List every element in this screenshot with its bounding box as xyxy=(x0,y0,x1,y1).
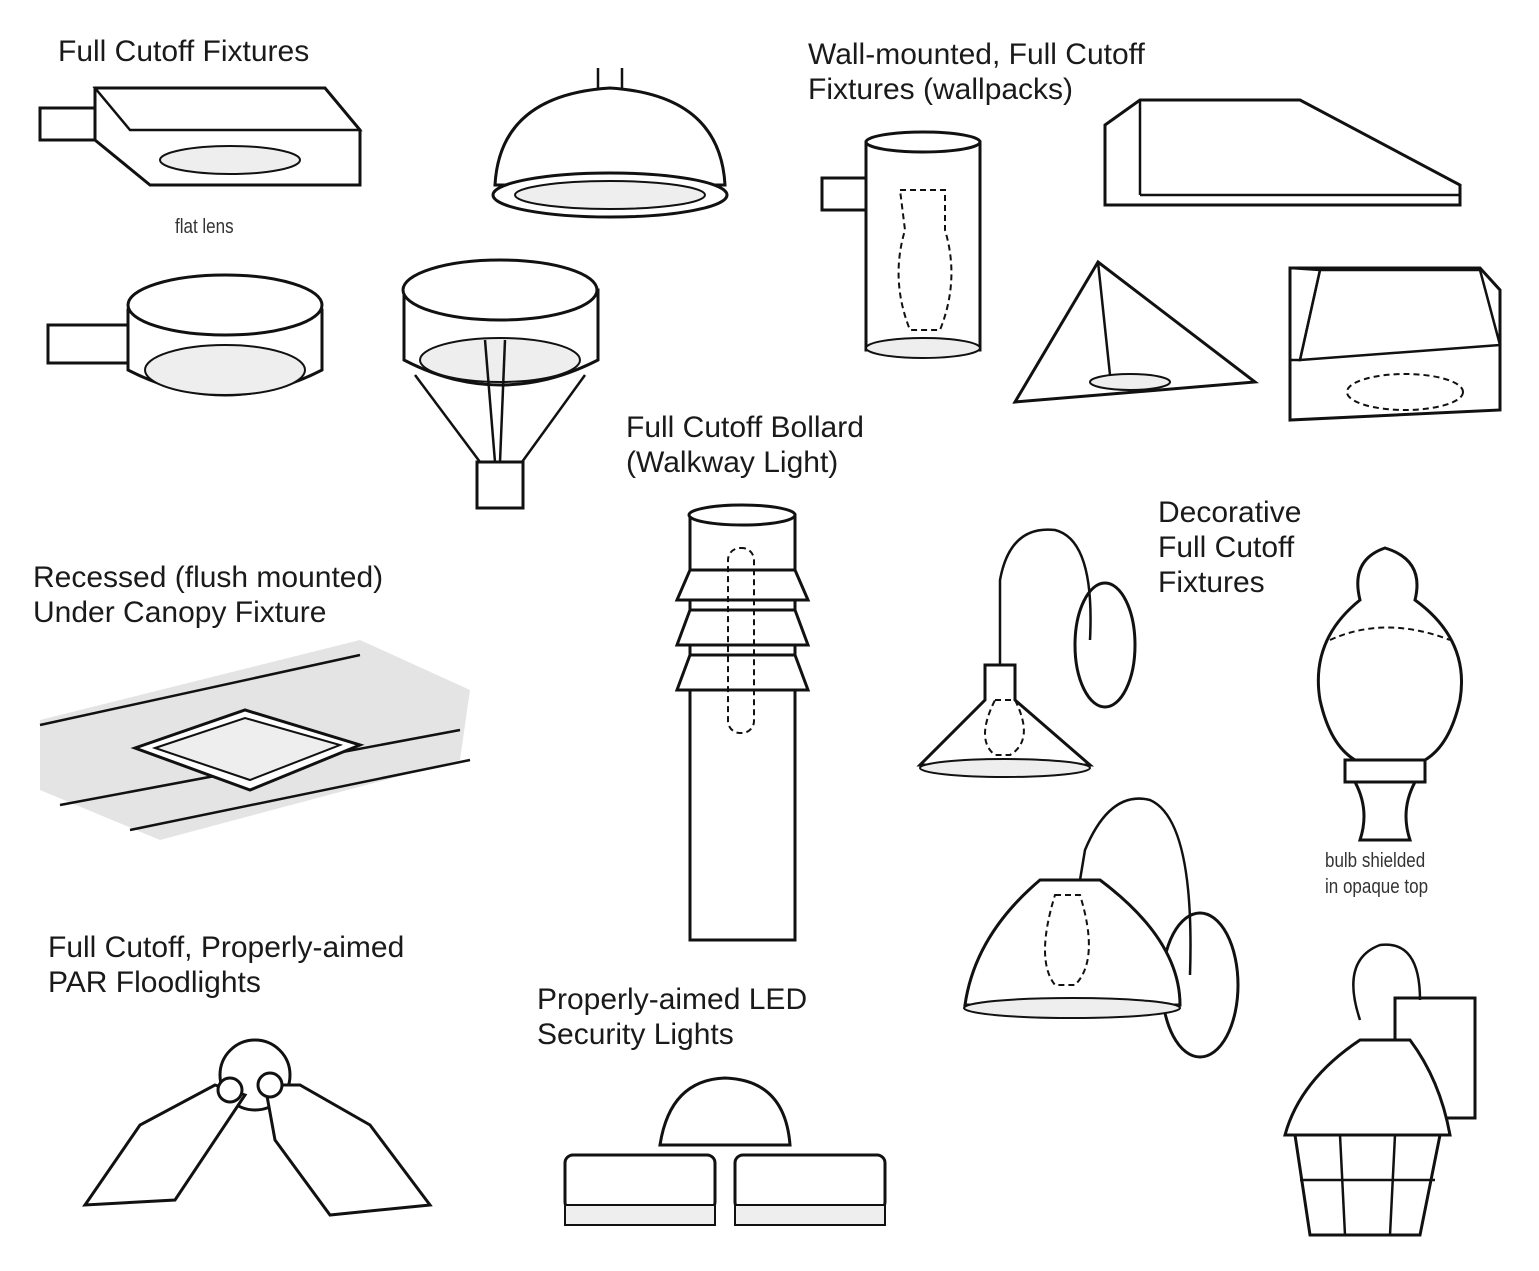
barn-fixture-drawing xyxy=(963,797,1240,1059)
label-line: Full Cutoff Bollard xyxy=(626,411,864,444)
label-line: bulb shielded xyxy=(1325,850,1426,872)
par-floodlights-drawing xyxy=(82,1038,433,1217)
label-line: Fixtures (wallpacks) xyxy=(808,73,1074,106)
label-bollard: Full Cutoff Bollard (Walkway Light) xyxy=(626,410,864,480)
label-par-floodlights: Full Cutoff, Properly-aimed PAR Floodlig… xyxy=(48,930,404,1000)
wallpack-long-drawing xyxy=(1103,98,1462,207)
label-wallpacks: Wall-mounted, Full Cutoff Fixtures (wall… xyxy=(808,37,1145,107)
label-line: Decorative xyxy=(1158,496,1302,529)
label-recessed: Recessed (flush mounted) Under Canopy Fi… xyxy=(33,560,383,630)
label-line: (Walkway Light) xyxy=(626,446,839,479)
label-decorative: Decorative Full Cutoff Fixtures xyxy=(1158,495,1301,600)
box-wallpack-drawing xyxy=(1288,266,1502,422)
label-line: Under Canopy Fixture xyxy=(33,596,327,629)
label-line: Full Cutoff, Properly-aimed xyxy=(48,931,405,964)
label-bulb-shielded: bulb shielded in opaque top xyxy=(1325,848,1428,900)
dome-fixture-drawing xyxy=(491,68,729,219)
acorn-fixture-drawing xyxy=(1316,546,1464,842)
label-flat-lens: flat lens xyxy=(175,216,234,238)
label-line: Full Cutoff xyxy=(1158,531,1295,564)
label-line: Fixtures xyxy=(1158,566,1265,599)
round-fixture-drawing xyxy=(46,273,324,397)
wall-cylinder-fixture-drawing xyxy=(820,130,982,359)
recessed-canopy-drawing xyxy=(39,640,471,840)
led-security-drawing xyxy=(563,1076,887,1226)
label-led-security: Properly-aimed LED Security Lights xyxy=(537,982,807,1052)
label-line: PAR Floodlights xyxy=(48,966,261,999)
pyramid-wallpack-drawing xyxy=(1012,259,1260,404)
label-full-cutoff-fixtures: Full Cutoff Fixtures xyxy=(58,35,310,68)
label-line: Properly-aimed LED xyxy=(537,983,808,1016)
shoebox-fixture-drawing xyxy=(38,86,363,187)
label-line: Security Lights xyxy=(537,1018,734,1051)
label-line: Recessed (flush mounted) xyxy=(33,561,384,594)
lantern-fixture-drawing xyxy=(1283,943,1477,1237)
label-line: Wall-mounted, Full Cutoff xyxy=(808,38,1145,71)
label-line: in opaque top xyxy=(1325,876,1429,898)
gooseneck-fixture-drawing xyxy=(916,528,1137,778)
post-top-fixture-drawing xyxy=(401,258,600,510)
bollard-drawing xyxy=(674,503,811,942)
